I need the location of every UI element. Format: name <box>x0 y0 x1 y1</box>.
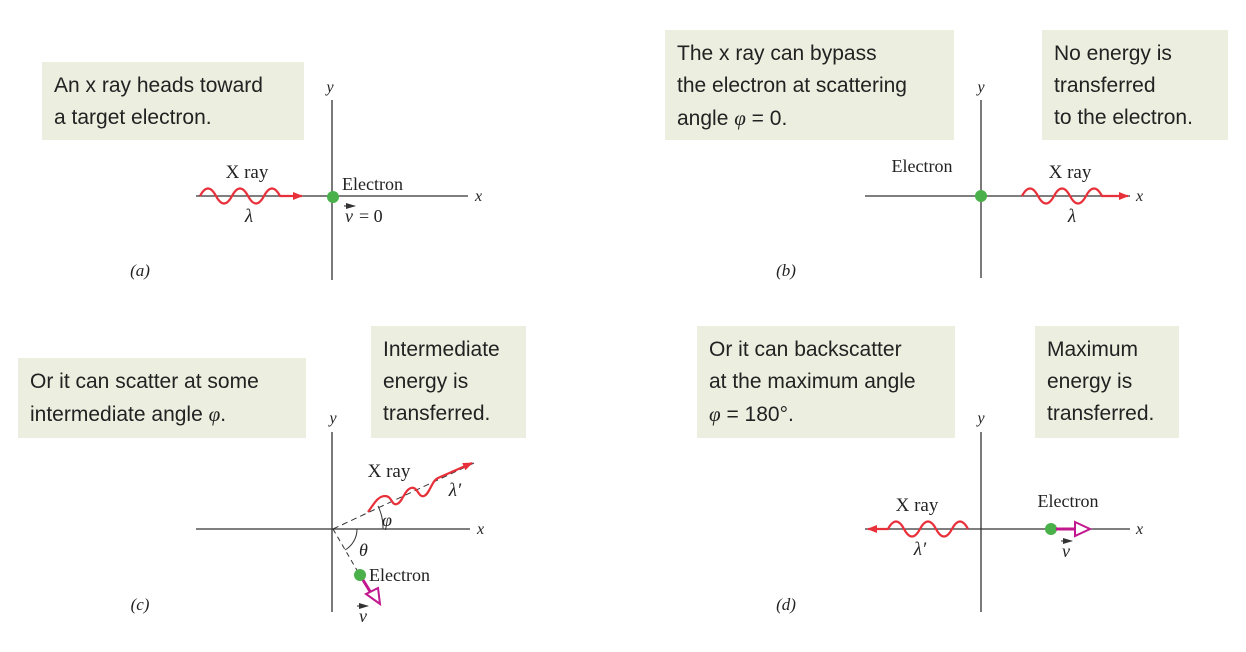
velocity-arrow-shaft <box>361 579 373 594</box>
callout-b-description: The x ray can bypass the electron at sca… <box>665 30 954 140</box>
xray-label: X ray <box>896 495 939 516</box>
x-axis-label: x <box>1135 188 1143 205</box>
xray-wave <box>199 187 303 205</box>
callout-text: Maximum <box>1047 338 1139 361</box>
callout-text-part: . <box>220 403 227 426</box>
callout-text: angle φ = 0. <box>677 102 942 135</box>
phi-label: φ <box>382 510 392 530</box>
velocity-arrow-head-icon <box>364 586 382 607</box>
panel-b: y x Electron X ray λ (b) <box>776 79 1143 280</box>
velocity-label: v <box>1062 541 1070 561</box>
theta-label: θ <box>359 540 368 560</box>
callout-text: a target electron. <box>54 106 212 129</box>
callout-text: Or it can scatter at some <box>30 370 259 393</box>
panel-d: y x X ray λ′ Electron v (d) <box>776 410 1143 614</box>
panel-label: (c) <box>131 595 150 614</box>
callout-d-description: Or it can backscatter at the maximum ang… <box>697 326 955 438</box>
velocity-label: v <box>359 606 367 626</box>
callout-b-energy: No energy is transferred to the electron… <box>1042 30 1228 140</box>
callout-text: An x ray heads toward <box>54 74 263 97</box>
x-axis-label: x <box>1135 521 1143 538</box>
velocity-value: = 0 <box>359 206 383 226</box>
electron-label: Electron <box>369 565 430 585</box>
y-axis-label: y <box>324 79 334 96</box>
y-axis-label: y <box>327 410 337 427</box>
electron-label: Electron <box>892 156 953 176</box>
electron <box>975 190 987 202</box>
callout-text-part: angle <box>677 107 735 130</box>
phi-angle-arc <box>377 505 384 530</box>
panel-label: (b) <box>776 261 796 280</box>
velocity-arrow-head-icon <box>1074 520 1093 538</box>
panel-label: (a) <box>130 261 150 280</box>
callout-text: intermediate angle φ. <box>30 398 294 431</box>
callout-c-description: Or it can scatter at some intermediate a… <box>18 358 306 438</box>
electron-direction-dashed-line <box>332 528 359 573</box>
theta-angle-arc <box>344 528 358 551</box>
callout-text-part: = 0. <box>745 107 788 130</box>
callout-text: energy is <box>383 370 469 393</box>
callout-text: transferred. <box>1047 402 1155 425</box>
electron <box>1045 523 1057 535</box>
phi-symbol: φ <box>709 402 721 426</box>
electron-label: Electron <box>1038 491 1099 511</box>
callout-text: Intermediate <box>383 338 500 361</box>
phi-symbol: φ <box>208 402 221 426</box>
callout-text: transferred <box>1054 74 1156 97</box>
callout-c-energy: Intermediate energy is transferred. <box>371 326 526 438</box>
callout-text: to the electron. <box>1054 106 1193 129</box>
callout-text: transferred. <box>383 402 491 425</box>
xray-label: X ray <box>226 162 269 183</box>
y-axis-label: y <box>975 410 985 427</box>
callout-text: No energy is <box>1054 42 1172 65</box>
velocity-label: v <box>345 206 353 226</box>
electron-label: Electron <box>342 174 403 194</box>
callout-d-energy: Maximum energy is transferred. <box>1035 326 1179 438</box>
electron <box>327 191 339 203</box>
x-axis-label: x <box>474 188 482 205</box>
panel-c: y x φ θ X ray λ′ Electron v (c) <box>131 410 485 626</box>
xray-wave <box>367 461 473 513</box>
callout-text: energy is <box>1047 370 1133 393</box>
callout-text: φ = 180°. <box>709 398 943 431</box>
xray-wave <box>1021 187 1129 205</box>
phi-symbol: φ <box>734 106 746 130</box>
x-axis-label: x <box>476 521 484 538</box>
callout-text: Or it can backscatter <box>709 338 902 361</box>
panel-label: (d) <box>776 595 796 614</box>
callout-text-part: intermediate angle <box>30 403 209 426</box>
wavelength-label: λ′ <box>913 539 927 560</box>
xray-wave <box>867 520 969 538</box>
callout-a-description: An x ray heads toward a target electron. <box>42 62 304 140</box>
xray-label: X ray <box>1049 162 1092 183</box>
y-axis-label: y <box>975 79 985 96</box>
callout-text: the electron at scattering <box>677 74 907 97</box>
xray-label: X ray <box>368 461 411 482</box>
wavelength-label: λ <box>244 206 253 227</box>
callout-text-part: = 180°. <box>720 403 794 426</box>
panel-a: y x X ray λ Electron v = 0 (a) <box>130 79 482 280</box>
callout-text: at the maximum angle <box>709 370 916 393</box>
wavelength-label: λ <box>1067 206 1076 227</box>
electron <box>354 569 366 581</box>
callout-text: The x ray can bypass <box>677 42 877 65</box>
scatter-direction-dashed-line <box>332 462 475 530</box>
wavelength-label: λ′ <box>448 480 462 501</box>
